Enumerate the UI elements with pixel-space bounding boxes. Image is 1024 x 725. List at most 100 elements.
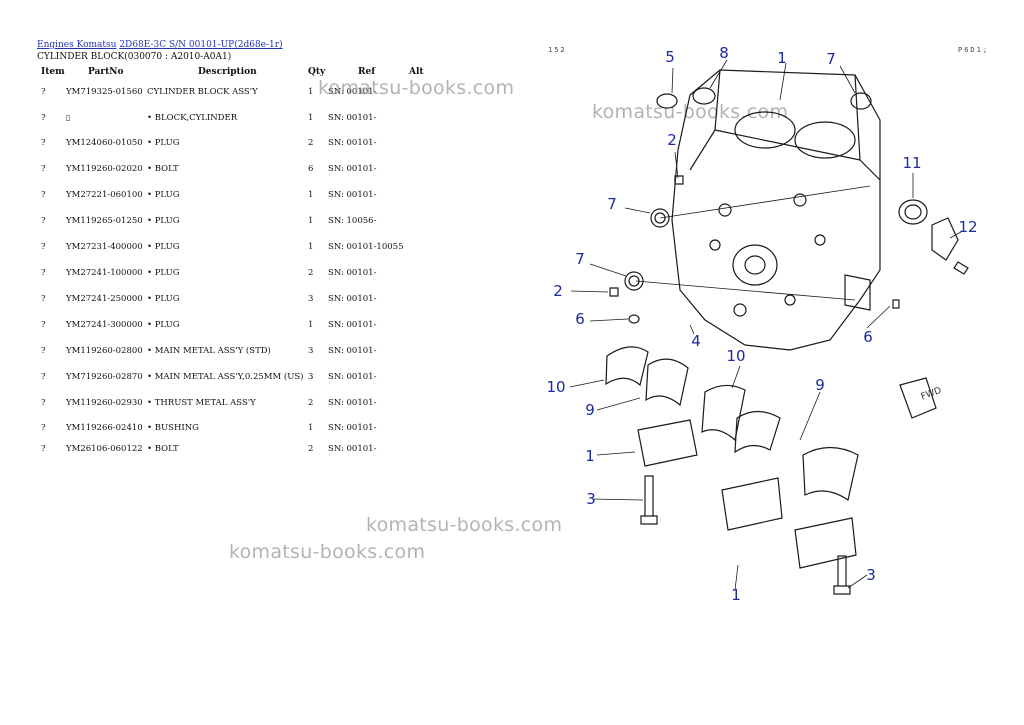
cell-item: ? xyxy=(41,372,46,382)
bearing-cap-drawing xyxy=(637,419,698,467)
cell-ref: SN: 00101- xyxy=(328,138,377,148)
table-row: ? YM124060-01050 • PLUG 2 SN: 00101- xyxy=(0,138,520,152)
callout-number: 7 xyxy=(826,50,836,68)
cell-description: • BOLT xyxy=(147,444,179,454)
callout-number: 6 xyxy=(863,328,873,346)
callout-number: 8 xyxy=(719,44,729,62)
column-header-item: Item xyxy=(41,67,65,77)
cell-qty: 3 xyxy=(308,372,314,382)
cell-qty: 2 xyxy=(308,268,314,278)
cell-partno: YM119260-02800 xyxy=(66,346,143,356)
callout-number: 1 xyxy=(731,586,741,604)
cell-partno: YM124060-01050 xyxy=(66,138,143,148)
cell-partno: YM27241-250000 xyxy=(66,294,143,304)
watermark-text: komatsu-books.com xyxy=(229,541,426,563)
expansion-plug-drawing xyxy=(850,92,872,110)
breadcrumb-link-model[interactable]: 2D68E-3C S/N 00101-UP(2d68e-1r) xyxy=(119,40,283,50)
cell-item: ? xyxy=(41,398,46,408)
table-row: ?YM719260-02870• MAIN METAL ASS'Y,0.25MM… xyxy=(0,372,520,386)
callout-number: 9 xyxy=(585,401,595,419)
page-title: CYLINDER BLOCK(030070 : A2010-A0A1) xyxy=(37,52,232,62)
table-row: ? • BLOCK,CYLINDER 1 SN: 00101- ▯ xyxy=(0,113,520,127)
callout-number: 6 xyxy=(575,310,585,328)
table-row: ?YM119260-02800• MAIN METAL ASS'Y (STD)3… xyxy=(0,346,520,360)
cell-qty: 1 xyxy=(308,423,314,433)
expansion-plug-drawing xyxy=(656,93,678,109)
cell-item: ? xyxy=(41,113,46,123)
cell-ref: SN: 00101- xyxy=(328,113,377,123)
column-header-partno: PartNo xyxy=(88,67,124,77)
cell-description: • BOLT xyxy=(147,164,179,174)
callout-number: 9 xyxy=(815,376,825,394)
expansion-plug-drawing xyxy=(692,87,716,105)
cell-description: • PLUG xyxy=(147,242,180,252)
callout-number: 10 xyxy=(546,378,565,396)
cell-description: • PLUG xyxy=(147,138,180,148)
diagram-ref-code: P6D1; xyxy=(958,46,990,54)
callout-number: 3 xyxy=(586,490,596,508)
fwd-label: FWD xyxy=(920,386,943,403)
cell-ref: SN: 00101- xyxy=(328,87,377,97)
missing-image-icon: ▯ xyxy=(66,113,71,122)
cell-qty: 2 xyxy=(308,138,314,148)
cell-description: • BLOCK,CYLINDER xyxy=(147,113,238,123)
cell-qty: 2 xyxy=(308,398,314,408)
column-header-qty: Qty xyxy=(308,67,326,77)
callout-number: 4 xyxy=(691,332,701,350)
cell-ref: SN: 00101- xyxy=(328,398,377,408)
callout-number: 11 xyxy=(902,154,921,172)
cell-item: ? xyxy=(41,423,46,433)
cell-partno: YM27241-300000 xyxy=(66,320,143,330)
cell-item: ? xyxy=(41,268,46,278)
cell-description: • THRUST METAL ASS'Y xyxy=(147,398,256,408)
cell-qty: 1 xyxy=(308,87,314,97)
cell-qty: 6 xyxy=(308,164,314,174)
callout-number: 3 xyxy=(866,566,876,584)
cell-description: • BUSHING xyxy=(147,423,199,433)
cell-ref: SN: 00101- xyxy=(328,444,377,454)
cell-qty: 1 xyxy=(308,216,314,226)
cell-partno: YM27231-400000 xyxy=(66,242,143,252)
column-header-alt: Alt xyxy=(409,67,424,77)
table-row: ? YM119266-02410 • BUSHING 1 SN: 00101- xyxy=(0,423,520,437)
watermark-text: komatsu-books.com xyxy=(592,101,789,123)
cell-ref: SN: 00101- xyxy=(328,372,377,382)
cell-qty: 1 xyxy=(308,113,314,123)
cell-item: ? xyxy=(41,138,46,148)
cell-item: ? xyxy=(41,320,46,330)
cell-item: ? xyxy=(41,87,46,97)
cell-partno: YM119266-02410 xyxy=(66,423,143,433)
diagram-ref-code: 152 xyxy=(548,46,567,54)
cell-ref: SN: 10056- xyxy=(328,216,377,226)
watermark-text: komatsu-books.com xyxy=(366,514,563,536)
cell-ref: SN: 00101-10055 xyxy=(328,242,404,252)
main-bearing-bolt-drawing xyxy=(640,475,658,525)
cell-partno: YM119265-01250 xyxy=(66,216,143,226)
cell-description: • PLUG xyxy=(147,190,180,200)
cell-description: • PLUG xyxy=(147,216,180,226)
cell-ref: SN: 00101- xyxy=(328,164,377,174)
callout-number: 10 xyxy=(726,347,745,365)
cell-partno: YM719325-01560 xyxy=(66,87,143,97)
cell-ref: SN: 00101- xyxy=(328,268,377,278)
cell-ref: SN: 00101- xyxy=(328,190,377,200)
callout-number: 5 xyxy=(665,48,675,66)
cell-ref: SN: 00101- xyxy=(328,423,377,433)
cell-ref: SN: 00101- xyxy=(328,346,377,356)
cell-qty: 3 xyxy=(308,346,314,356)
cell-qty: 1 xyxy=(308,242,314,252)
cell-partno: YM119260-02020 xyxy=(66,164,143,174)
breadcrumb-link-engines[interactable]: Engines Komatsu xyxy=(37,40,117,50)
cell-description: • MAIN METAL ASS'Y (STD) xyxy=(147,346,271,356)
callout-number: 12 xyxy=(958,218,977,236)
watermark-text: komatsu-books.com xyxy=(318,77,515,99)
cell-partno: YM27241-100000 xyxy=(66,268,143,278)
cell-qty: 3 xyxy=(308,294,314,304)
